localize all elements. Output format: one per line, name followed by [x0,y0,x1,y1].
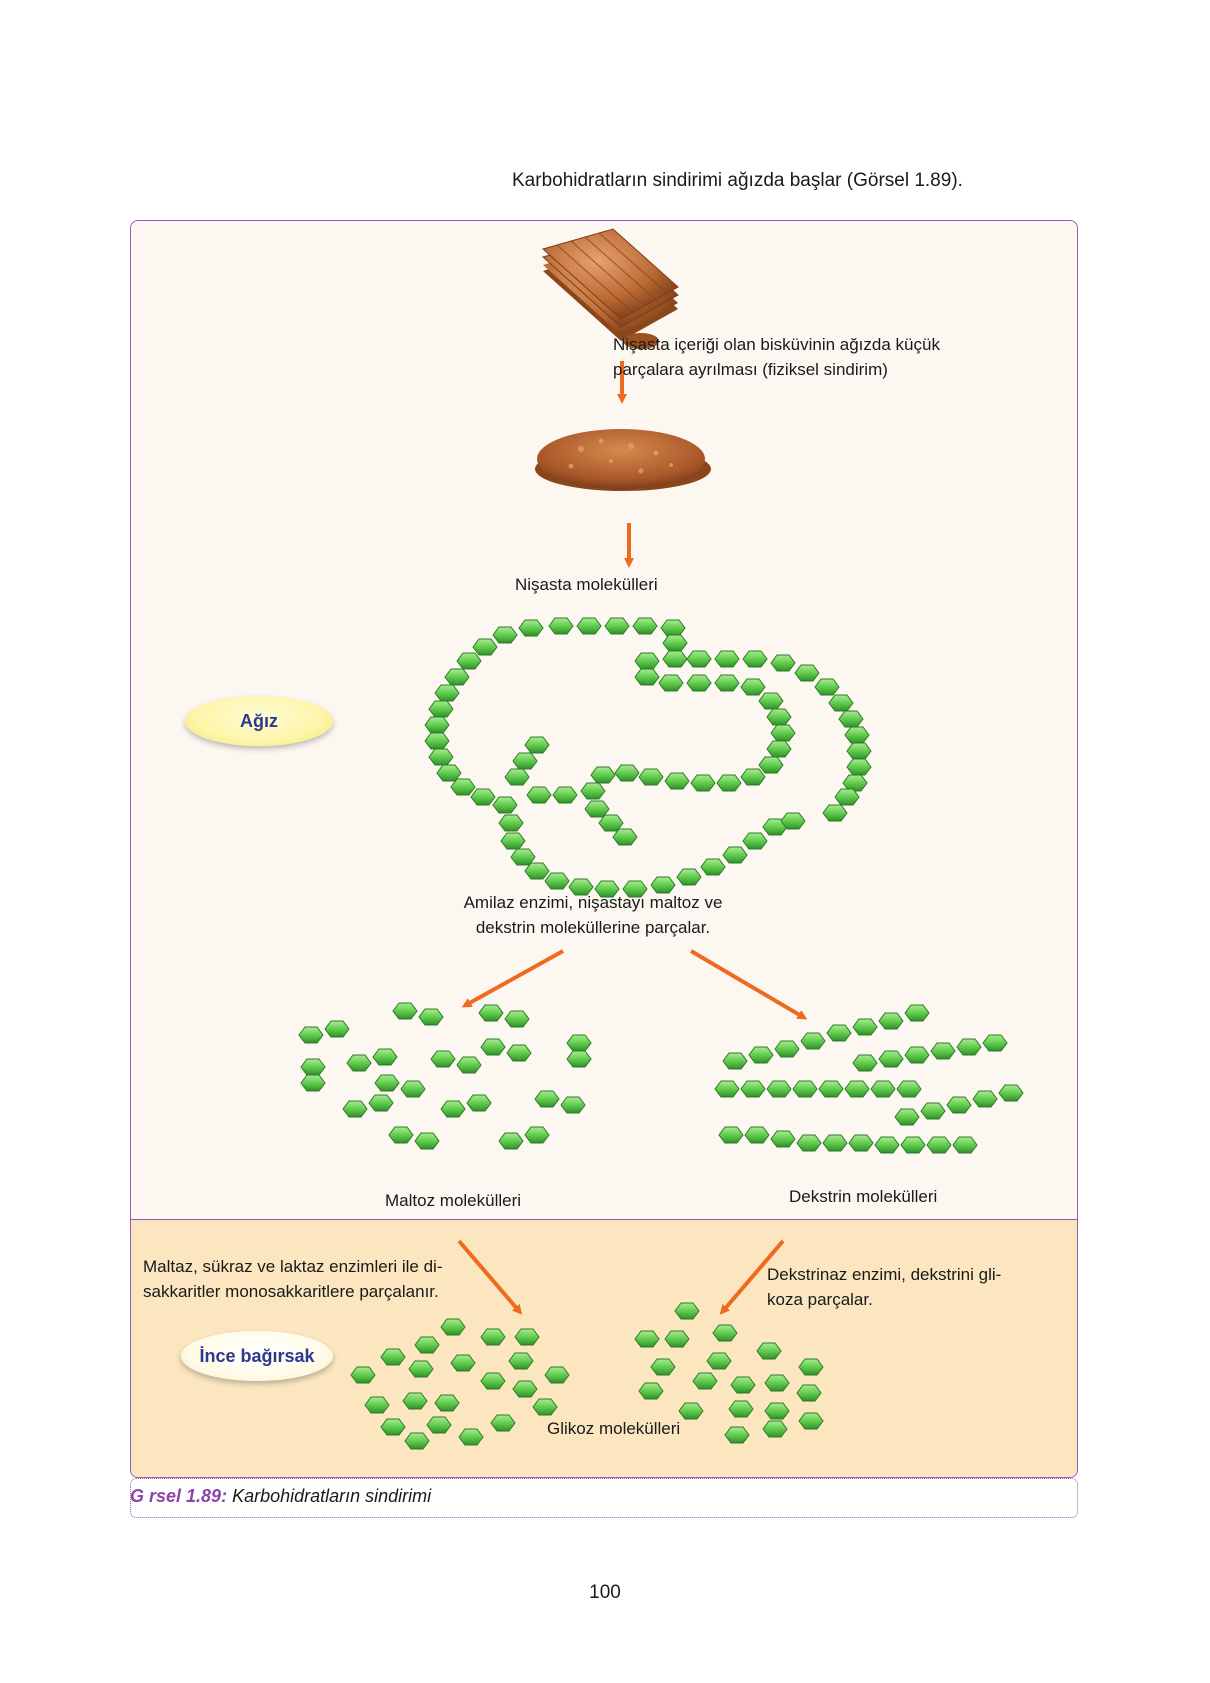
caption-frame [130,1478,1078,1518]
maltose-label: Maltoz molekülleri [385,1191,522,1210]
starch-molecule [424,617,872,898]
arrow-dextrin-to-glucose [719,1239,785,1315]
intro-text: Karbohidratların sindirimi ağızda başlar… [512,170,963,191]
page-number: 100 [589,1582,621,1603]
figure-graphics [298,228,1024,1450]
biscuit-image [541,228,679,349]
physical-digestion-text: Nişasta içeriği olan bisküvinin ağızda k… [613,335,940,379]
dextrin-molecules [714,1004,1024,1154]
starch-label: Nişasta molekülleri [515,575,658,594]
maltose-molecules [298,1002,592,1150]
figure-caption: G rsel 1.89: Karbohidratların sindirimi [130,1486,431,1507]
crumbs-image [535,429,711,491]
amylase-text: Amilaz enzimi, nişastayı maltoz ve dekst… [463,893,723,937]
small-intestine-badge: İnce bağırsak [181,1331,333,1381]
arrow-to-maltose [461,949,564,1008]
caption-label: G rsel 1.89: [130,1486,228,1506]
digestion-figure: Nişasta içeriği olan bisküvinin ağızda k… [130,220,1078,1478]
maltase-text: Maltaz, sükraz ve laktaz enzimleri ile d… [143,1257,443,1301]
dextrin-label: Dekstrin molekülleri [789,1187,938,1206]
dextrinase-text: Dekstrinaz enzimi, dekstrini gli- koza p… [767,1265,1002,1309]
arrow-maltose-to-glucose [457,1239,523,1315]
glucose-label: Glikoz molekülleri [547,1419,681,1438]
mouth-badge: Ağız [185,696,333,746]
arrow-to-dextrin [689,949,808,1020]
caption-text: Karbohidratların sindirimi [232,1486,432,1506]
